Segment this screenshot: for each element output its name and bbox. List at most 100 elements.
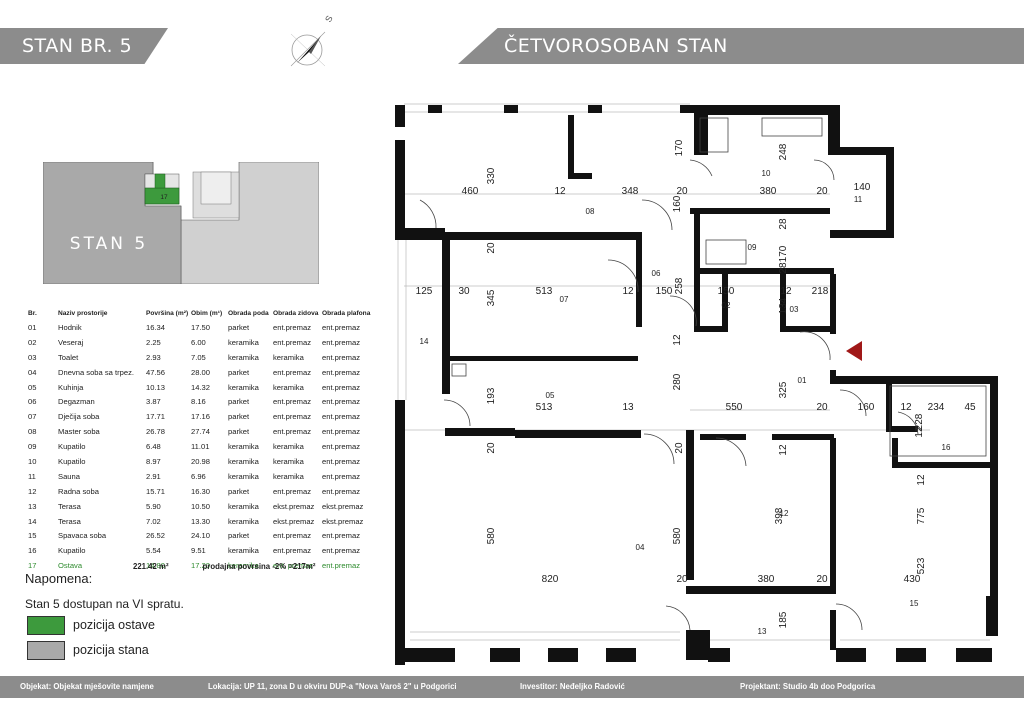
dimension-label: 140	[854, 182, 871, 193]
key-plan: 17 STAN 5	[43, 162, 319, 284]
dimension-label: 345	[486, 289, 497, 306]
cell-number: 06	[28, 397, 37, 407]
dimension-label: 20	[486, 242, 497, 254]
footer-building: Objekat: Objekat mješovite namjene	[20, 682, 154, 691]
cell-number: 12	[28, 486, 37, 496]
cell-area: 16.34	[146, 322, 166, 332]
unit-title-banner: STAN BR. 5	[0, 28, 168, 64]
cell-name: Kupatilo	[58, 456, 86, 466]
dimension-label: 28	[778, 218, 789, 230]
cell-walls: ekst.premaz	[273, 516, 315, 526]
cell-name: Spavaca soba	[58, 531, 107, 541]
cell-ceiling: ent.premaz	[322, 561, 360, 571]
room-number: 02	[722, 301, 731, 310]
dimension-label: 325	[778, 381, 789, 398]
dimension-label: 12	[914, 426, 925, 438]
cell-area: 17.71	[146, 412, 166, 422]
dimension-label: 150	[718, 286, 735, 297]
cell-walls: ent.premaz	[273, 486, 311, 496]
dimension-label: 380	[760, 186, 777, 197]
dimension-label: 185	[778, 611, 789, 628]
dimension-label: 550	[726, 402, 743, 413]
dimension-label: 248	[778, 143, 789, 160]
cell-name: Degazman	[58, 397, 95, 407]
cell-name: Master soba	[58, 427, 100, 437]
note-title: Napomena:	[25, 571, 93, 586]
cell-walls: keramika	[273, 442, 304, 452]
cell-area: 2.91	[146, 471, 161, 481]
dimension-label: 20	[816, 402, 828, 413]
cell-floor: parket	[228, 322, 250, 332]
cell-walls: ent. premaz	[273, 561, 314, 571]
total-area: 221.42 m²	[133, 562, 169, 571]
legend-unit-swatch	[27, 641, 65, 660]
note-text: Stan 5 dostupan na VI spratu.	[25, 597, 184, 611]
cell-perimeter: 27.74	[191, 427, 211, 437]
cell-floor: keramika	[228, 546, 259, 556]
cell-walls: ent.premaz	[273, 397, 311, 407]
cell-perimeter: 10.50	[191, 501, 211, 511]
cell-ceiling: ent.premaz	[322, 397, 360, 407]
footer-designer: Projektant: Studio 4b doo Podgorica	[740, 682, 876, 691]
dimension-label: 513	[536, 402, 553, 413]
header-area: Površina (m²)	[146, 309, 189, 317]
cell-area: 2.25	[146, 337, 161, 347]
cell-ceiling: ent.premaz	[322, 531, 360, 541]
dimension-label: 12	[622, 286, 634, 297]
cell-walls: ekst.premaz	[273, 501, 315, 511]
table-header-row: Br. Naziv prostorije Površina (m²) Obim …	[28, 306, 372, 320]
dimension-label: 258	[674, 277, 685, 294]
cell-name: Kupatilo	[58, 546, 86, 556]
cell-number: 02	[28, 337, 37, 347]
cell-number: 13	[28, 501, 37, 511]
cell-floor: keramika	[228, 382, 259, 392]
dimension-label: 20	[676, 186, 688, 197]
cell-ceiling: ekst.premaz	[322, 516, 364, 526]
cell-ceiling: ent.premaz	[322, 412, 360, 422]
legend-unit: pozicija stana	[27, 641, 149, 660]
cell-perimeter: 6.96	[191, 471, 206, 481]
dimension-label: 150	[656, 286, 673, 297]
cell-number: 15	[28, 531, 37, 541]
cell-perimeter: 20.98	[191, 456, 211, 466]
dimension-label: 12	[554, 186, 566, 197]
cell-number: 11	[28, 471, 36, 481]
cell-number: 03	[28, 352, 37, 362]
cell-area: 10.13	[146, 382, 166, 392]
cell-number: 08	[28, 427, 37, 437]
cell-ceiling: ent.premaz	[322, 367, 360, 377]
cell-area: 6.48	[146, 442, 161, 452]
footer-bar: Objekat: Objekat mješovite namjene Lokac…	[0, 676, 1024, 698]
dimension-label: 580	[486, 527, 497, 544]
room-number: 12	[780, 509, 789, 518]
cell-perimeter: 24.10	[191, 531, 211, 541]
room-schedule-table: Br. Naziv prostorije Površina (m²) Obim …	[28, 306, 372, 573]
room-number: 11	[854, 195, 863, 204]
cell-number: 04	[28, 367, 37, 377]
room-number: 07	[560, 295, 569, 304]
unit-title: STAN BR. 5	[22, 35, 133, 57]
cell-perimeter: 8.16	[191, 397, 206, 407]
cell-walls: keramika	[273, 352, 304, 362]
dimension-label: 193	[486, 387, 497, 404]
cell-number: 16	[28, 546, 37, 556]
cell-floor: parket	[228, 427, 250, 437]
dimension-label: 430	[904, 574, 921, 585]
unit-label: STAN 5	[70, 234, 148, 254]
compass-label: S	[323, 14, 335, 24]
cell-perimeter: 16.30	[191, 486, 211, 496]
cell-floor: keramika	[228, 337, 259, 347]
cell-ceiling: ent.premaz	[322, 456, 360, 466]
legend-storage-label: pozicija ostave	[73, 617, 155, 632]
footer-investor: Investitor: Neđeljko Radović	[520, 682, 625, 691]
legend-unit-label: pozicija stana	[73, 642, 149, 657]
cell-ceiling: ent.premaz	[322, 546, 360, 556]
cell-ceiling: ent.premaz	[322, 427, 360, 437]
cell-floor: parket	[228, 531, 250, 541]
